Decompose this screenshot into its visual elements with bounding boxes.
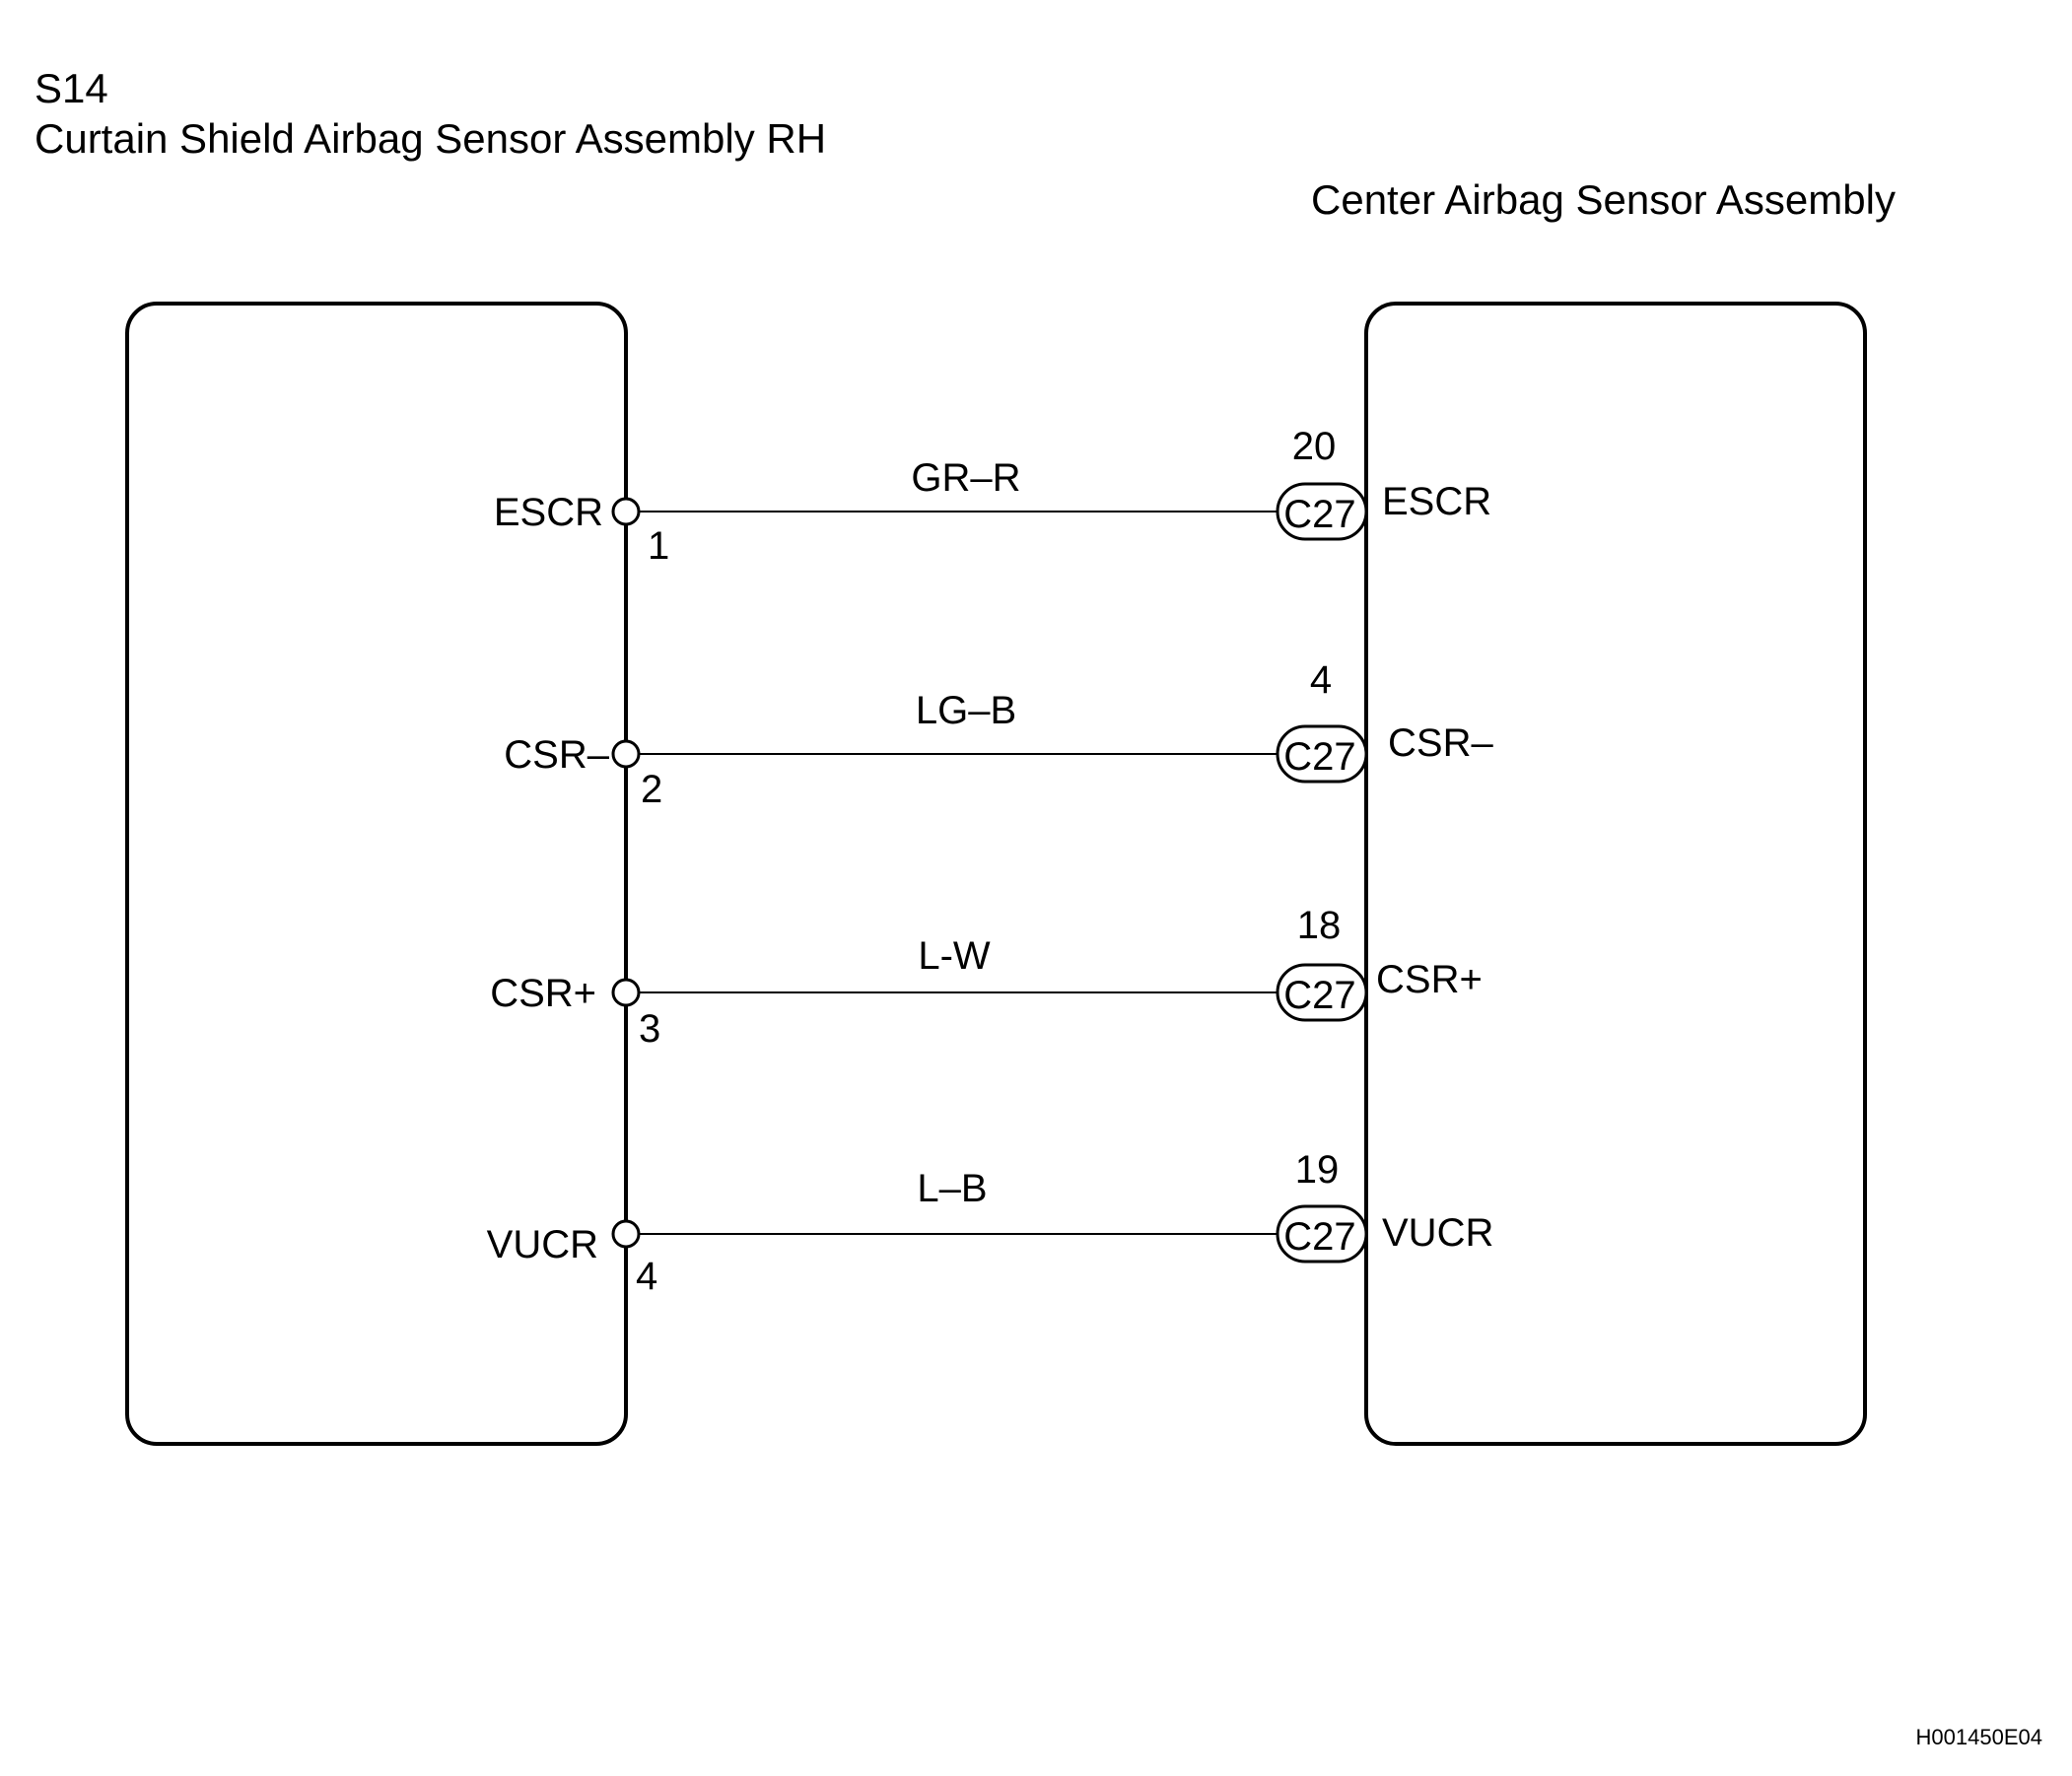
right-pin-label: CSR+: [1376, 958, 1483, 1001]
connector-code: C27: [1283, 735, 1355, 779]
wire-row-csr-minus: CSR– 2 LG–B C27 4 CSR–: [504, 658, 1493, 811]
terminal-circle: [611, 739, 641, 769]
right-pin-number: 18: [1297, 904, 1342, 947]
wire-color: GR–R: [911, 456, 1020, 500]
connector-oval: [1276, 482, 1368, 541]
left-pin-label: CSR+: [490, 972, 596, 1015]
right-pin-number: 4: [1310, 658, 1332, 702]
connector-oval: [1276, 1204, 1368, 1264]
left-pin-number: 1: [648, 524, 669, 568]
wire-row-csr-plus: CSR+ 3 L-W C27 18 CSR+: [490, 904, 1483, 1051]
right-pin-number: 19: [1295, 1148, 1340, 1192]
left-component-name: Curtain Shield Airbag Sensor Assembly RH: [35, 115, 826, 162]
figure-id: H001450E04: [1916, 1725, 2042, 1749]
left-pin-number: 3: [639, 1007, 660, 1051]
left-pin-label: CSR–: [504, 733, 609, 777]
wire-color: L-W: [918, 934, 991, 978]
terminal-circle: [611, 1219, 641, 1249]
connector-code: C27: [1283, 493, 1355, 536]
wire-row-vucr: VUCR 4 L–B C27 19 VUCR: [487, 1148, 1494, 1298]
left-pin-number: 4: [636, 1255, 657, 1298]
left-component-box: [125, 302, 628, 1446]
connector-oval: [1276, 724, 1368, 784]
right-pin-label: ESCR: [1382, 480, 1491, 523]
right-pin-label: VUCR: [1382, 1211, 1493, 1255]
terminal-circle: [611, 497, 641, 526]
left-pin-label: ESCR: [494, 491, 603, 534]
left-component-code: S14: [35, 65, 108, 111]
wire-color: LG–B: [916, 689, 1016, 732]
right-pin-number: 20: [1292, 425, 1337, 468]
connector-code: C27: [1283, 1215, 1355, 1259]
left-pin-number: 2: [641, 768, 662, 811]
right-pin-label: CSR–: [1388, 721, 1493, 765]
right-component-name: Center Airbag Sensor Assembly: [1311, 176, 1896, 223]
connector-oval: [1276, 963, 1368, 1022]
terminal-circle: [611, 978, 641, 1007]
left-pin-label: VUCR: [487, 1223, 598, 1266]
right-component-box: [1364, 302, 1867, 1446]
connector-code: C27: [1283, 974, 1355, 1017]
wire-row-escr: ESCR 1 GR–R C27 20 ESCR: [494, 425, 1491, 568]
wire-color: L–B: [917, 1167, 987, 1210]
